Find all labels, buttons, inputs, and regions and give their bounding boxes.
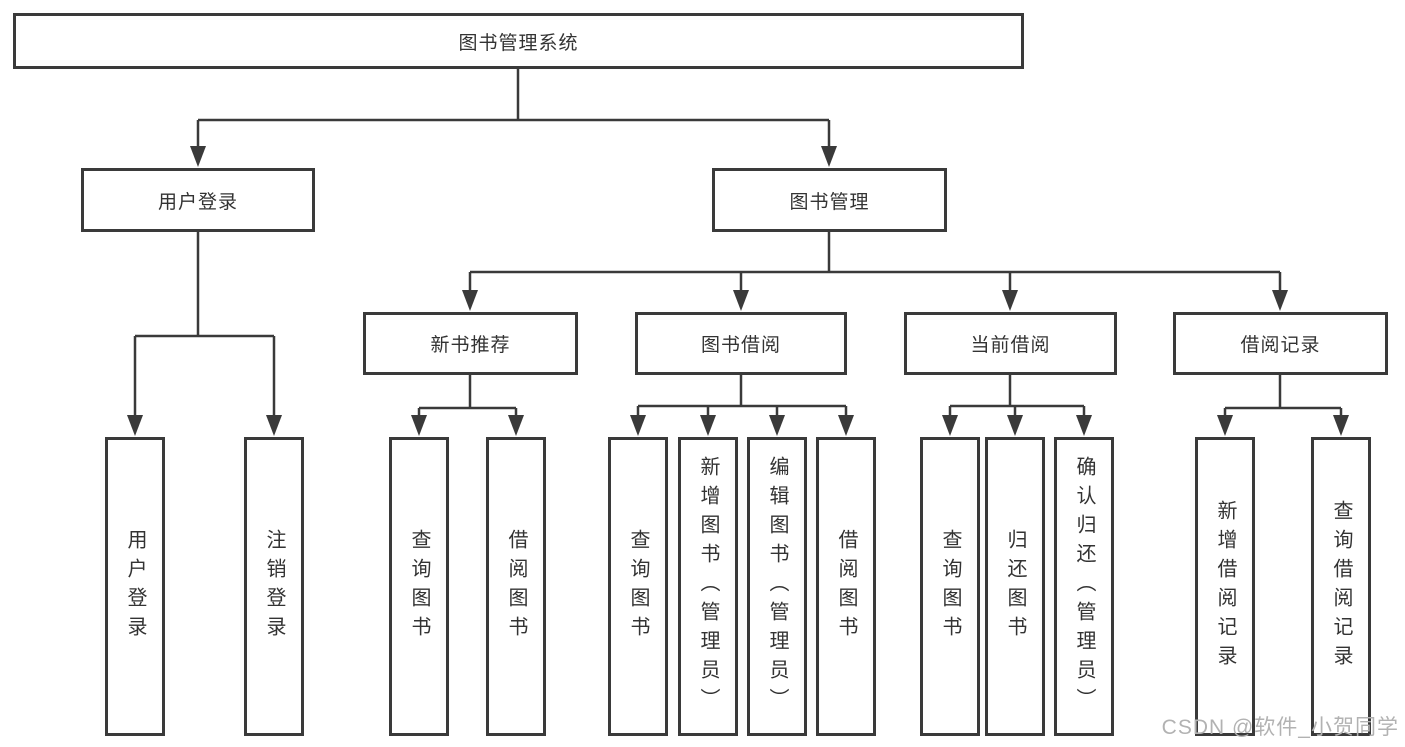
leaf-confirm-return-admin-label: 确认归还（管理员） <box>1073 456 1095 717</box>
leaf-add-borrow-record: 新增借阅记录 <box>1195 437 1255 736</box>
leaf-add-borrow-record-label: 新增借阅记录 <box>1214 499 1236 674</box>
leaf-logout-label: 注销登录 <box>263 528 285 645</box>
leaf-confirm-return-admin: 确认归还（管理员） <box>1054 437 1114 736</box>
leaf-return-book-label: 归还图书 <box>1004 528 1026 645</box>
leaf-edit-book-admin: 编辑图书（管理员） <box>747 437 807 736</box>
leaf-user-login: 用户登录 <box>105 437 165 736</box>
leaf-query-books-current: 查询图书 <box>920 437 980 736</box>
leaf-user-login-label: 用户登录 <box>124 528 146 645</box>
node-book-borrowing-label: 图书借阅 <box>700 335 781 356</box>
leaf-query-books-borrowing: 查询图书 <box>608 437 668 736</box>
leaf-query-books-recommend: 查询图书 <box>389 437 449 736</box>
node-borrowing-records: 借阅记录 <box>1173 312 1388 375</box>
node-user-login-label: 用户登录 <box>157 191 238 213</box>
node-book-management: 图书管理 <box>712 168 947 232</box>
node-root-label: 图书管理系统 <box>458 32 579 54</box>
leaf-add-book-admin-label: 新增图书（管理员） <box>697 456 719 717</box>
leaf-query-books-current-label: 查询图书 <box>939 528 961 645</box>
leaf-add-book-admin: 新增图书（管理员） <box>678 437 738 736</box>
node-new-book-recommend-label: 新书推荐 <box>430 335 511 356</box>
node-current-borrowing-label: 当前借阅 <box>970 335 1051 356</box>
node-book-borrowing: 图书借阅 <box>635 312 847 375</box>
node-book-management-label: 图书管理 <box>789 191 870 213</box>
node-current-borrowing: 当前借阅 <box>904 312 1117 375</box>
leaf-return-book: 归还图书 <box>985 437 1045 736</box>
csdn-watermark: CSDN @软件_小贺同学 <box>1161 716 1399 739</box>
node-user-login: 用户登录 <box>81 168 315 232</box>
leaf-borrow-books-recommend-label: 借阅图书 <box>505 528 527 645</box>
leaf-query-books-borrowing-label: 查询图书 <box>627 528 649 645</box>
leaf-query-books-recommend-label: 查询图书 <box>408 528 430 645</box>
node-borrowing-records-label: 借阅记录 <box>1240 335 1321 356</box>
leaf-borrow-books-borrowing-label: 借阅图书 <box>835 528 857 645</box>
leaf-borrow-books-recommend: 借阅图书 <box>486 437 546 736</box>
leaf-edit-book-admin-label: 编辑图书（管理员） <box>766 456 788 717</box>
leaf-logout: 注销登录 <box>244 437 304 736</box>
leaf-query-borrow-record-label: 查询借阅记录 <box>1330 499 1352 674</box>
node-new-book-recommend: 新书推荐 <box>363 312 578 375</box>
leaf-borrow-books-borrowing: 借阅图书 <box>816 437 876 736</box>
node-root: 图书管理系统 <box>13 13 1024 69</box>
leaf-query-borrow-record: 查询借阅记录 <box>1311 437 1371 736</box>
